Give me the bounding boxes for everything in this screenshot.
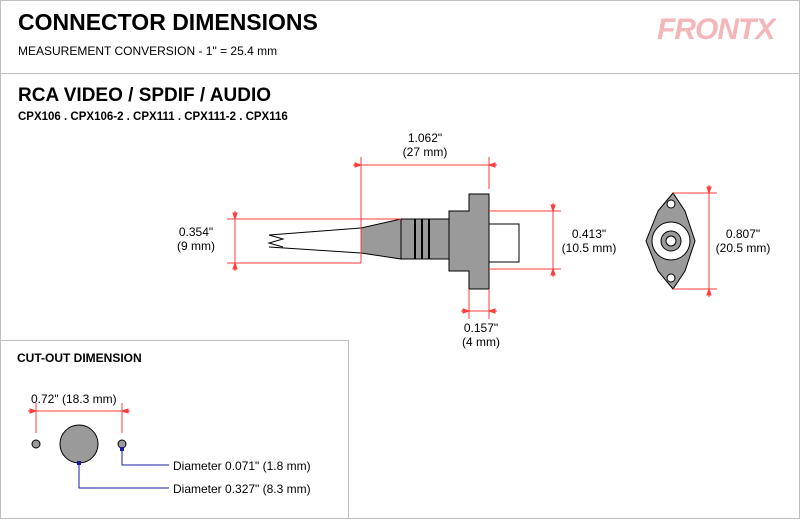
cutout-small-hole-left <box>31 439 41 449</box>
dimension-lines <box>227 157 717 319</box>
flange-thickness-mm: (4 mm) <box>462 335 500 349</box>
cable-diameter-inch: 0.354" <box>178 225 214 239</box>
overall-length-inch: 1.062" <box>407 131 443 145</box>
cutout-leaders <box>78 448 169 489</box>
connector-front-view <box>645 192 696 290</box>
small-hole-label: Diameter 0.071" (1.8 mm) <box>173 459 311 473</box>
cutout-spacing-line <box>28 403 130 433</box>
flange <box>448 193 490 290</box>
overall-length-mm: (27 mm) <box>402 145 448 159</box>
flange-thickness-label: 0.157" (4 mm) <box>453 321 509 349</box>
frontx-logo: FRONTX <box>657 13 775 46</box>
cable-diameter-mm: (9 mm) <box>177 239 215 253</box>
overall-length-label: 1.062" (27 mm) <box>389 131 461 159</box>
socket-diameter-label: 0.413" (10.5 mm) <box>557 227 621 255</box>
large-hole-label: Diameter 0.327" (8.3 mm) <box>173 482 311 496</box>
cutout-title: CUT-OUT DIMENSION <box>17 351 142 365</box>
flange-height-label: 0.807" (20.5 mm) <box>711 227 775 255</box>
flange-thickness-inch: 0.157" <box>463 321 499 335</box>
flange-height-mm: (20.5 mm) <box>715 241 771 255</box>
flange-height-inch: 0.807" <box>725 227 761 241</box>
cutout-spacing-label: 0.72" (18.3 mm) <box>31 392 117 406</box>
socket-diameter-inch: 0.413" <box>571 227 607 241</box>
strain-relief <box>360 218 402 260</box>
model-list: CPX106 . CPX106-2 . CPX111 . CPX111-2 . … <box>18 111 288 123</box>
header-divider <box>1 73 799 74</box>
front-mount-hole-top <box>666 199 676 209</box>
socket <box>488 223 520 263</box>
cable-diameter-label: 0.354" (9 mm) <box>171 225 221 253</box>
grip-body <box>400 218 450 260</box>
cutout-leader-dots <box>77 447 124 465</box>
grip-ribs <box>414 219 430 259</box>
connector-side-view <box>267 193 520 290</box>
front-socket-pin <box>665 235 677 247</box>
section-title: RCA VIDEO / SPDIF / AUDIO <box>18 85 272 106</box>
page-subtitle: MEASUREMENT CONVERSION - 1" = 25.4 mm <box>18 44 278 58</box>
cable <box>267 227 362 254</box>
front-mount-hole-bottom <box>666 273 676 283</box>
socket-diameter-mm: (10.5 mm) <box>561 241 617 255</box>
cutout-drawing <box>28 403 169 489</box>
page-title: CONNECTOR DIMENSIONS <box>18 9 318 35</box>
cutout-panel <box>1 340 349 519</box>
